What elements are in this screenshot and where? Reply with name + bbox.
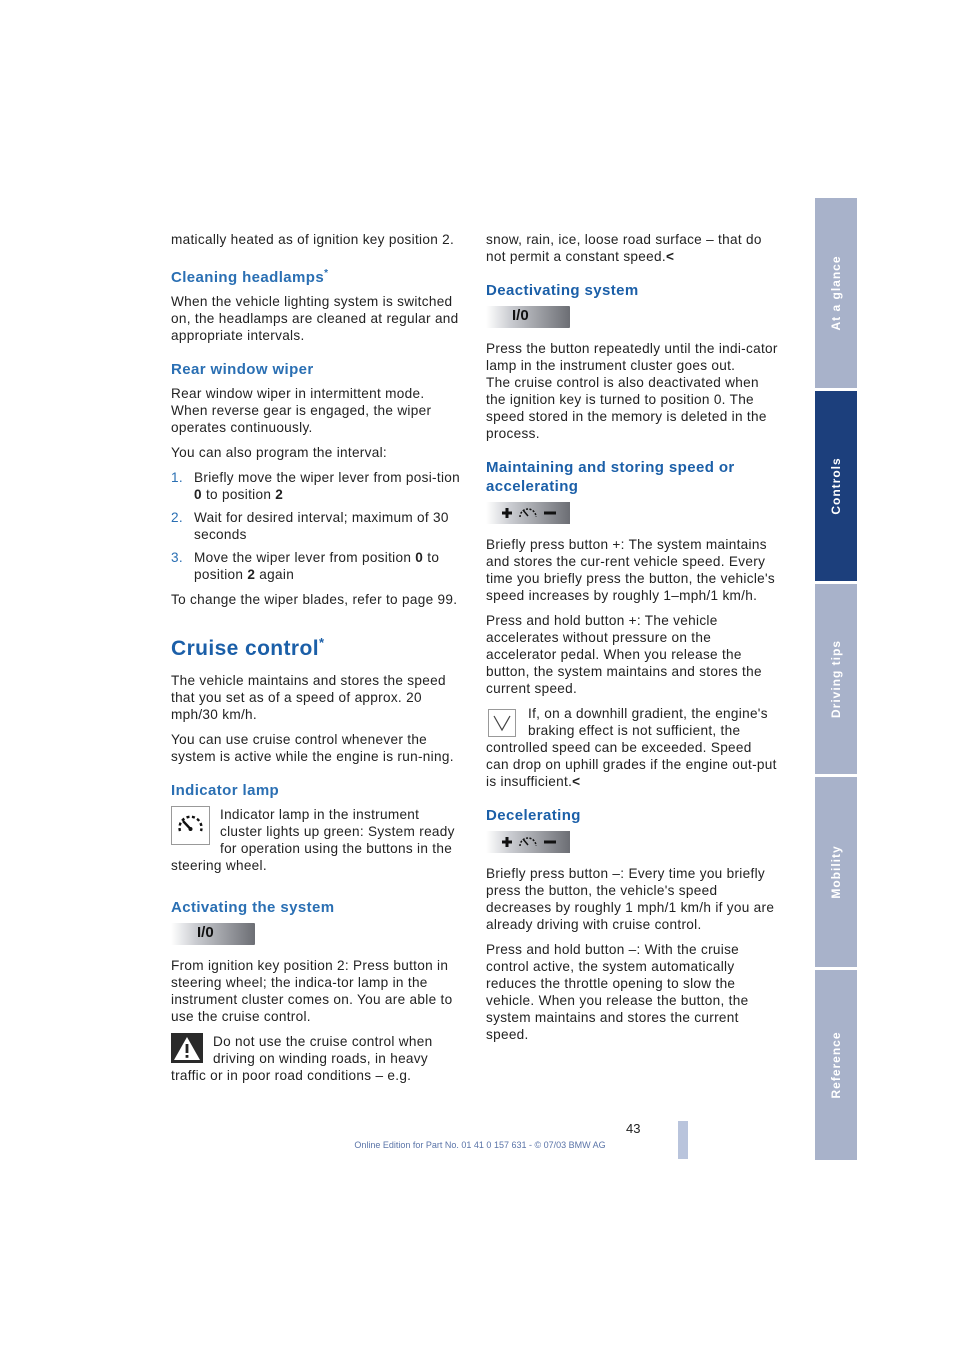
page-marker — [678, 1121, 688, 1159]
indicator-heading: Indicator lamp — [171, 782, 280, 799]
cruise-text-1: The vehicle maintains and stores the spe… — [171, 673, 446, 722]
cleaning-text: When the vehicle lighting system is swit… — [171, 294, 459, 343]
rear-wiper-text: Rear window wiper in intermittent mode. … — [171, 386, 432, 435]
footer: Online Edition for Part No. 01 41 0 157 … — [354, 1140, 606, 1150]
list-item: 3.Move the wiper lever from position 0 t… — [171, 550, 440, 582]
tab-mobility[interactable]: Mobility — [815, 777, 857, 967]
left-column: matically heated as of ignition key posi… — [171, 231, 463, 1092]
page-number: 43 — [626, 1121, 641, 1136]
activating-heading: Activating the system — [171, 899, 335, 916]
rear-wiper-heading: Rear window wiper — [171, 361, 314, 378]
wiper-steps: 1.Briefly move the wiper lever from posi… — [171, 469, 463, 583]
right-intro-text: snow, rain, ice, loose road surface – th… — [486, 232, 762, 264]
rear-wiper-program-text: You can also program the interval: — [171, 445, 387, 460]
warning-text: Do not use the cruise control when drivi… — [171, 1034, 433, 1083]
warning-icon — [171, 1033, 203, 1063]
deactivating-text-1: Press the button repeatedly until the in… — [486, 341, 778, 373]
plus-minus-button-icon — [486, 502, 570, 524]
indicator-text: Indicator lamp in the instrument cluster… — [171, 807, 455, 873]
list-item: 2.Wait for desired interval; maximum of … — [171, 510, 449, 542]
deactivating-heading: Deactivating system — [486, 282, 639, 299]
cleaning-heading: Cleaning headlamps* — [171, 268, 329, 286]
tab-at-a-glance[interactable]: At a glance — [815, 198, 857, 388]
maintaining-heading: Maintaining and storing speed or acceler… — [486, 459, 735, 495]
tab-controls[interactable]: Controls — [815, 391, 857, 581]
tab-reference[interactable]: Reference — [815, 970, 857, 1160]
decelerating-section: Decelerating Briefly press button –: Eve… — [486, 806, 778, 1043]
cruise-text-2: You can use cruise control whenever the … — [171, 732, 454, 764]
note-icon — [488, 709, 516, 737]
cruise-heading: Cruise control* — [171, 635, 325, 660]
maintaining-section: Maintaining and storing speed or acceler… — [486, 458, 778, 790]
activating-text: From ignition key position 2: Press butt… — [171, 958, 453, 1024]
plus-minus-button-icon — [486, 831, 570, 853]
maintaining-text-2: Press and hold button +: The vehicle acc… — [486, 613, 762, 696]
indicator-section: Indicator lamp Indicator lamp in the ins… — [171, 781, 463, 882]
activating-section: Activating the system I/0 From ignition … — [171, 898, 463, 1084]
rear-wiper-section: Rear window wiper Rear window wiper in i… — [171, 360, 463, 608]
on-off-button-icon: I/0 — [171, 923, 255, 945]
intro-text: matically heated as of ignition key posi… — [171, 232, 455, 247]
maintaining-text-1: Briefly press button +: The system maint… — [486, 537, 776, 603]
deactivating-section: Deactivating system I/0 Press the button… — [486, 281, 778, 442]
decelerating-text-2: Press and hold button –: With the cruise… — [486, 942, 749, 1042]
on-off-button-icon: I/0 — [486, 306, 570, 328]
wiper-blades-ref: To change the wiper blades, refer to pag… — [171, 592, 458, 607]
decelerating-text-1: Briefly press button –: Every time you b… — [486, 866, 775, 932]
right-column: snow, rain, ice, loose road surface – th… — [486, 231, 778, 1051]
deactivating-text-2: The cruise control is also deactivated w… — [486, 375, 767, 441]
speedometer-icon — [171, 806, 210, 845]
cleaning-section: Cleaning headlamps* When the vehicle lig… — [171, 264, 463, 344]
list-item: 1.Briefly move the wiper lever from posi… — [171, 470, 460, 502]
decelerating-heading: Decelerating — [486, 807, 581, 824]
note-text: If, on a downhill gradient, the engine's… — [486, 706, 777, 789]
tab-driving-tips[interactable]: Driving tips — [815, 584, 857, 774]
